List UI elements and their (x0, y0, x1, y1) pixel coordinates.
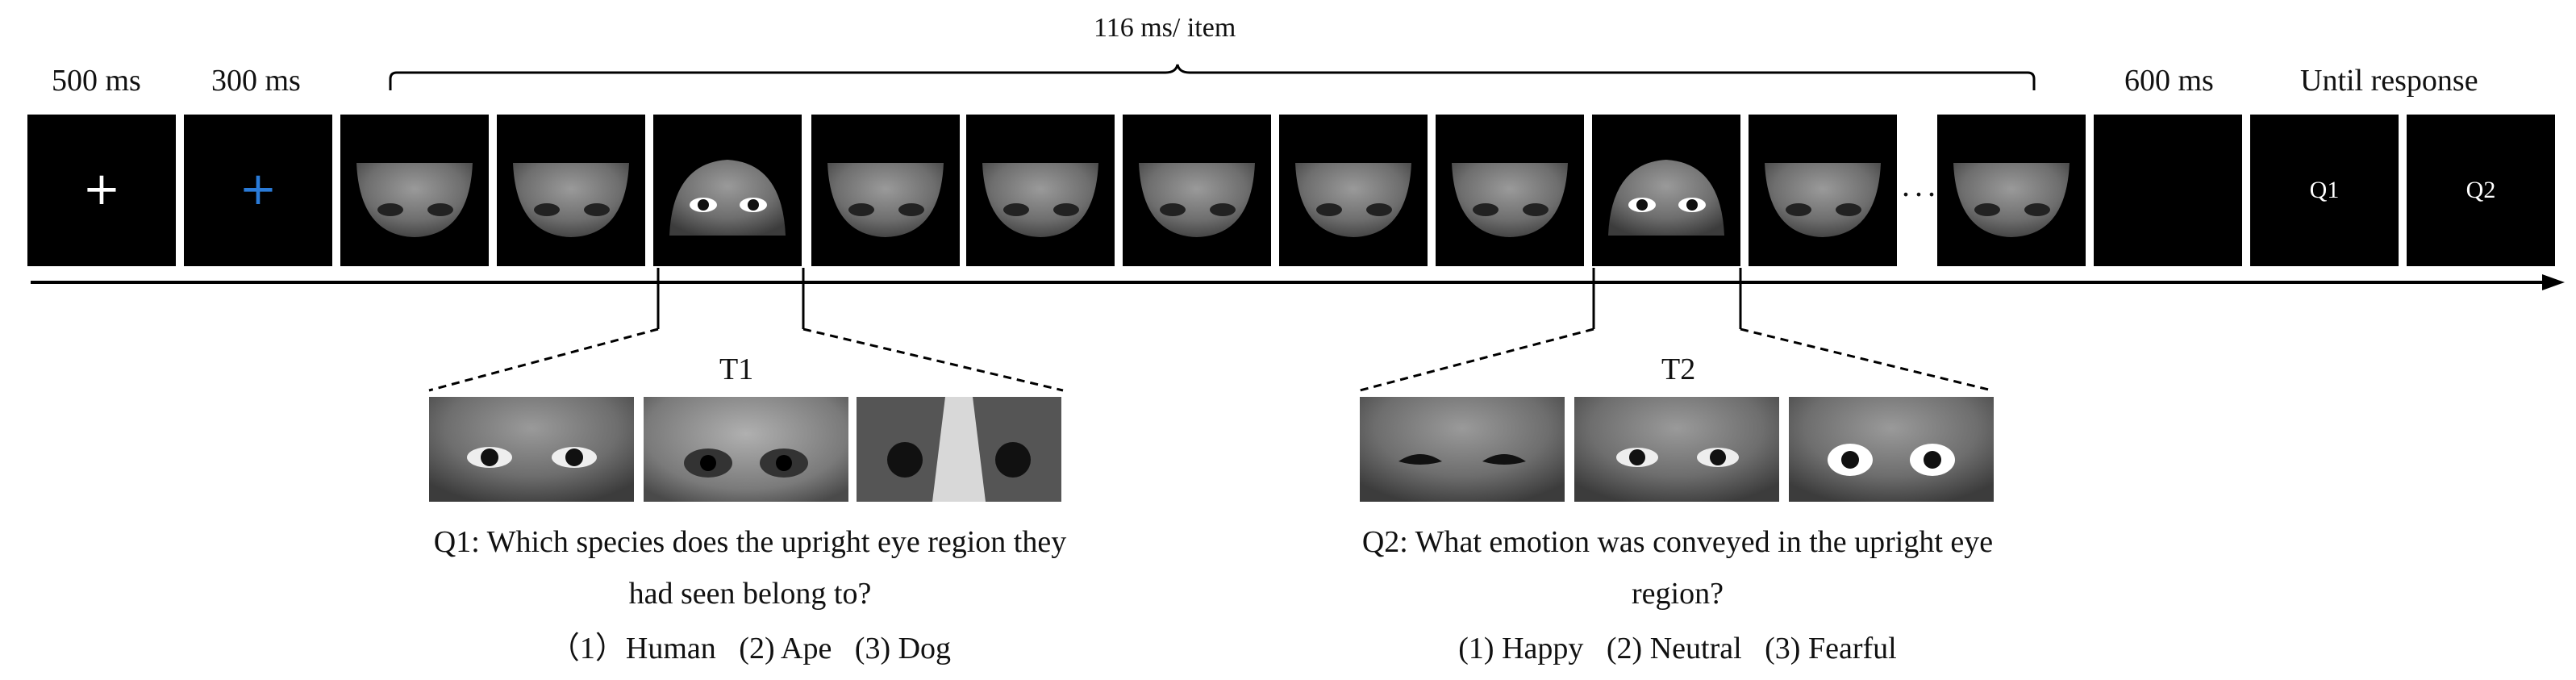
distractor-frame (966, 115, 1115, 266)
t1-label: T1 (719, 353, 754, 386)
q1-options: （1）Human (2) Ape (3) Dog (548, 632, 952, 665)
inverted-eyes-image (1139, 163, 1255, 237)
ellipsis: ... (1902, 167, 1940, 203)
distractor-frame (497, 115, 645, 266)
distractor-frame (811, 115, 960, 266)
q1-question-line1: Q1: Which species does the upright eye r… (433, 525, 1067, 559)
ape-eyes-image (644, 397, 848, 502)
t2-label: T2 (1661, 353, 1696, 386)
q1-question-line2: had seen belong to? (628, 577, 872, 611)
duration-300ms: 300 ms (211, 64, 301, 98)
distractor-frame (1937, 115, 2086, 266)
inverted-eyes-image (1452, 163, 1568, 237)
inverted-eyes-image (827, 163, 944, 237)
duration-600ms: 600 ms (2124, 64, 2214, 98)
time-arrow-head (2542, 274, 2565, 290)
q2-question-line1: Q2: What emotion was conveyed in the upr… (1361, 525, 1994, 559)
duration-500ms: 500 ms (52, 64, 141, 98)
q2-question-line2: region? (1632, 577, 1724, 611)
blank-frame (2094, 115, 2242, 266)
human-eyes-image (429, 397, 634, 502)
distractor-frame (1436, 115, 1584, 266)
duration-until-response: Until response (2300, 64, 2478, 98)
fixation-cross-white: + (82, 163, 121, 216)
ape-eyes-panel (644, 397, 848, 502)
fearful-eyes-panel (1789, 397, 1994, 502)
fixation-frame-white: + (27, 115, 176, 266)
neutral-eyes-image (1574, 397, 1779, 502)
fearful-eyes-image (1789, 397, 1994, 502)
dog-eyes-image (857, 397, 1061, 502)
fixation-cross-blue: + (239, 163, 277, 216)
inverted-eyes-image (513, 163, 629, 237)
distractor-frame (340, 115, 489, 266)
upright-human-eyes-image (669, 160, 786, 236)
q1-frame-label: Q1 (2309, 177, 2340, 203)
item-brace (389, 64, 2036, 90)
distractor-frame (1279, 115, 1428, 266)
human-eyes-panel (429, 397, 634, 502)
happy-eyes-panel (1360, 397, 1565, 502)
inverted-eyes-image (1765, 163, 1881, 237)
upright-human-eyes-image (1608, 160, 1724, 236)
neutral-eyes-panel (1574, 397, 1779, 502)
q2-options: (1) Happy (2) Neutral (3) Fearful (1458, 632, 1897, 665)
item-duration-label: 116 ms/ item (1094, 13, 1236, 43)
target-t1-frame (653, 115, 802, 266)
distractor-frame (1749, 115, 1897, 266)
inverted-eyes-image (356, 163, 473, 237)
q2-frame-label: Q2 (2466, 177, 2496, 203)
dog-eyes-panel (857, 397, 1061, 502)
q2-frame: Q2 (2407, 115, 2555, 266)
q1-frame: Q1 (2250, 115, 2399, 266)
inverted-eyes-image (982, 163, 1098, 237)
inverted-eyes-image (1295, 163, 1411, 237)
inverted-eyes-image (1953, 163, 2070, 237)
target-t2-frame (1592, 115, 1740, 266)
fixation-frame-blue: + (184, 115, 332, 266)
happy-eyes-image (1360, 397, 1565, 502)
distractor-frame (1123, 115, 1271, 266)
